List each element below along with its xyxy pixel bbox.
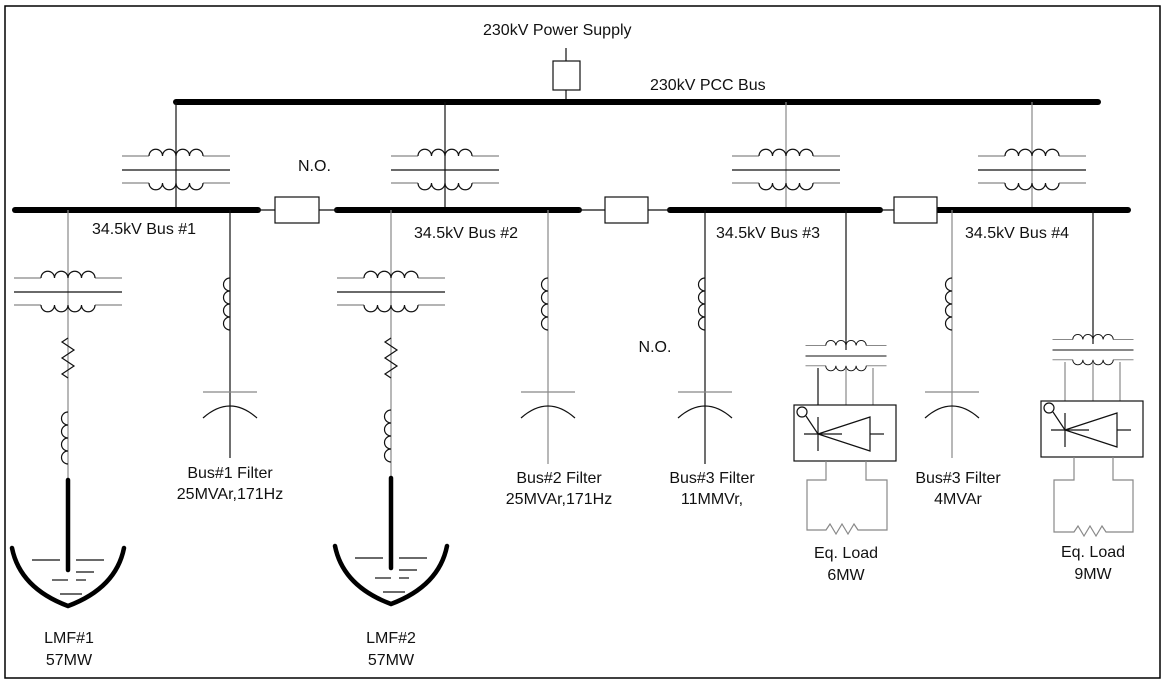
filter-1-rating: 25MVAr,171Hz [177,486,283,503]
bus-3-label: 34.5kV Bus #3 [716,225,820,242]
lmf-1-rating: 57MW [46,652,93,669]
main-transformer-3 [731,102,841,212]
main-transformer-1 [121,102,231,212]
filter-4-name: Bus#3 Filter [915,470,1001,487]
bus-4-label: 34.5kV Bus #4 [965,225,1069,242]
tie-breaker-3-4[interactable] [880,196,938,224]
filter-3-status: N.O. [639,339,672,356]
filter-3-branch [677,210,733,464]
filter-3-rating: 11MMVr, [681,491,743,508]
filter-1-branch [202,210,258,458]
filter-3-name: Bus#3 Filter [669,470,755,487]
supply-label: 230kV Power Supply [483,22,632,39]
filter-2-rating: 25MVAr,171Hz [506,491,612,508]
eq-load-6mw-branch [793,210,897,536]
tie-breaker-1-2[interactable] [258,196,337,224]
tie-breaker-2-3[interactable] [579,196,670,224]
tie-breaker-1-2-status: N.O. [298,158,331,175]
lmf-2-name: LMF#2 [366,630,416,647]
filter-2-branch [520,210,576,464]
lmf-1-name: LMF#1 [44,630,94,647]
eq-load-9mw-name: Eq. Load [1061,544,1125,561]
main-transformer-4 [977,102,1087,212]
pcc-bus-label: 230kV PCC Bus [650,77,766,94]
lmf-1-branch [12,210,124,606]
bus-1-label: 34.5kV Bus #1 [92,221,196,238]
filter-4-rating: 4MVAr [934,491,982,508]
eq-load-6mw-name: Eq. Load [814,545,878,562]
filter-1-name: Bus#1 Filter [187,465,273,482]
bus-2-label: 34.5kV Bus #2 [414,225,518,242]
eq-load-6mw-rating: 6MW [827,567,865,584]
eq-load-9mw-branch [1040,210,1144,538]
eq-load-9mw-rating: 9MW [1074,566,1112,583]
frame-border [4,5,1161,679]
supply-breaker[interactable] [552,60,581,91]
lmf-2-branch [335,210,447,604]
filter-4-branch [924,210,980,458]
main-transformer-2 [390,102,500,212]
lmf-2-rating: 57MW [368,652,415,669]
filter-2-name: Bus#2 Filter [516,470,602,487]
